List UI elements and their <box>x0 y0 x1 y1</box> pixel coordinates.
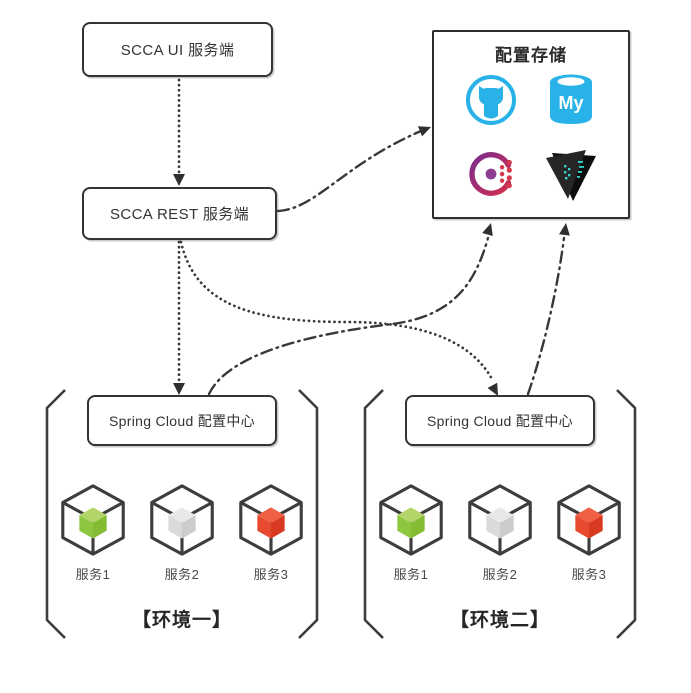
arrowhead <box>173 174 185 186</box>
service-label: 服务1 <box>393 567 429 582</box>
environment-1: Spring Cloud 配置中心 服务1 服务2 服务3 【环境一】 <box>44 388 320 640</box>
node-env1-config-center: Spring Cloud 配置中心 <box>87 395 277 446</box>
node-label: SCCA UI 服务端 <box>120 42 235 59</box>
environment-1-content: Spring Cloud 配置中心 服务1 服务2 服务3 【环境一】 <box>44 388 320 640</box>
service-item: 服务1 <box>373 482 449 583</box>
bracket-left-icon <box>45 389 66 639</box>
service-cube-icon <box>379 484 443 556</box>
service-cube-icon <box>239 484 303 556</box>
edge-rest-to-env2 <box>179 240 495 383</box>
service-item: 服务1 <box>55 482 131 583</box>
service-cube-icon <box>468 484 532 556</box>
service-label: 服务2 <box>164 567 200 582</box>
service-label: 服务3 <box>571 567 607 582</box>
bracket-right-icon <box>616 389 637 639</box>
environment-2-label: 【环境二】 <box>449 610 550 631</box>
arrowhead <box>417 126 431 137</box>
edge-rest-to-storage <box>276 129 423 213</box>
service-cube-icon <box>61 484 125 556</box>
mysql-icon: My <box>550 74 592 124</box>
service-item: 服务3 <box>233 482 309 583</box>
env2-services: 服务1 服务2 服务3 <box>373 482 627 583</box>
service-item: 服务2 <box>144 482 220 583</box>
environment-2: Spring Cloud 配置中心 服务1 服务2 服务3 【环境二】 <box>362 388 638 640</box>
node-scca-rest-server: SCCA REST 服务端 <box>82 187 277 240</box>
service-item: 服务2 <box>462 482 538 583</box>
bracket-right-icon <box>298 389 319 639</box>
vault-icon <box>546 150 596 201</box>
consul-icon <box>469 152 512 196</box>
arrowhead <box>559 223 570 236</box>
environment-2-content: Spring Cloud 配置中心 服务1 服务2 服务3 【环境二】 <box>362 388 638 640</box>
config-storage-title: 配置存储 <box>495 46 567 65</box>
service-cube-icon <box>557 484 621 556</box>
env1-services: 服务1 服务2 服务3 <box>55 482 309 583</box>
node-label: SCCA REST 服务端 <box>109 206 250 223</box>
arrowhead <box>482 223 493 236</box>
mysql-label: My <box>558 93 583 113</box>
service-label: 服务1 <box>75 567 111 582</box>
storage-icon-grid: My <box>464 73 598 203</box>
node-env2-config-center: Spring Cloud 配置中心 <box>405 395 595 446</box>
node-label: Spring Cloud 配置中心 <box>109 412 255 429</box>
service-label: 服务2 <box>482 567 518 582</box>
environment-1-label: 【环境一】 <box>131 610 232 631</box>
node-config-storage: 配置存储 My <box>432 30 630 219</box>
service-label: 服务3 <box>253 567 289 582</box>
node-label: Spring Cloud 配置中心 <box>427 412 573 429</box>
bracket-left-icon <box>363 389 384 639</box>
node-scca-ui-server: SCCA UI 服务端 <box>82 22 273 77</box>
github-icon <box>466 75 516 125</box>
service-cube-icon <box>150 484 214 556</box>
edge-env1-to-storage <box>207 236 490 396</box>
edge-env2-to-storage <box>526 236 566 396</box>
service-item: 服务3 <box>551 482 627 583</box>
